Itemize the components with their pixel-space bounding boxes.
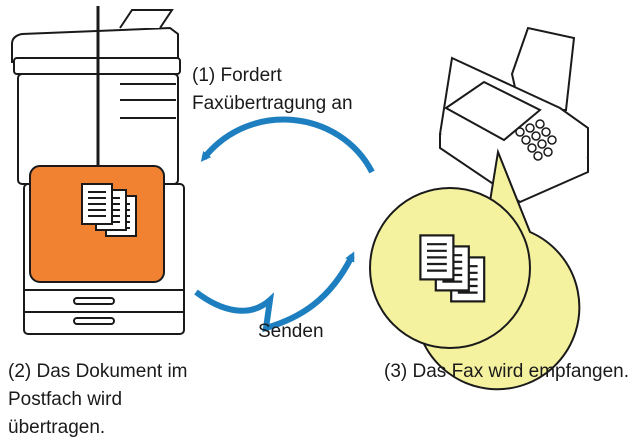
step2-line2: Postfach wird [8, 389, 123, 410]
step3-label: (3) Das Fax wird empfangen. [384, 358, 629, 386]
step2-line3: übertragen. [8, 417, 106, 438]
step1-label: (1) Fordert Faxübertragung an [192, 62, 353, 118]
step2-line1: (2) Das Dokument im [8, 361, 188, 382]
send-text: Senden [258, 321, 324, 342]
step3-text: (3) Das Fax wird empfangen. [384, 361, 629, 382]
step2-label: (2) Das Dokument im Postfach wird übertr… [8, 358, 188, 442]
fax-machine-icon [438, 26, 589, 204]
request-arrow [200, 116, 375, 174]
send-label: Senden [258, 318, 324, 346]
step1-line1: (1) Fordert [192, 65, 282, 86]
step1-line2: Faxübertragung an [192, 93, 353, 114]
send-arrow [194, 251, 355, 333]
